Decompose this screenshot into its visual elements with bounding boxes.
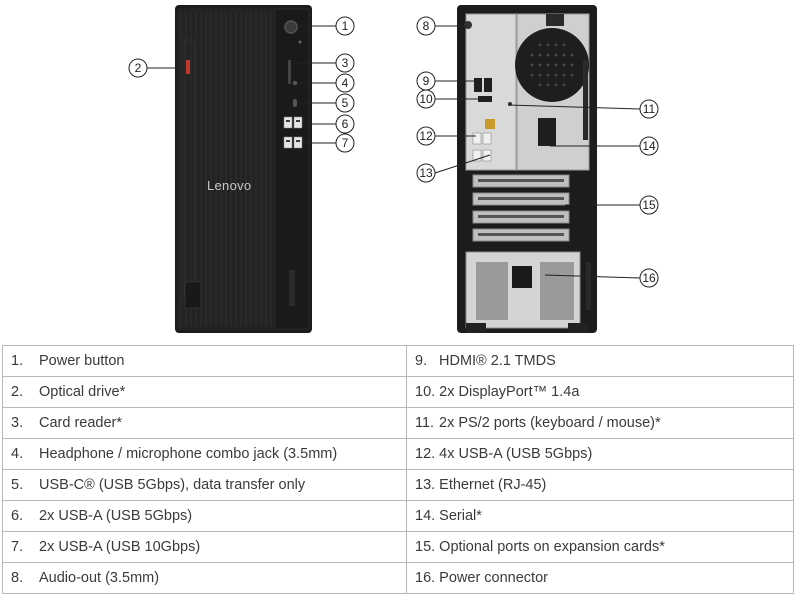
callout-12: 12 <box>419 129 433 143</box>
port-label: 2x DisplayPort™ 1.4a <box>439 384 580 400</box>
callout-7: 7 <box>342 136 349 150</box>
callout-6: 6 <box>342 117 349 131</box>
hdmi-port-icon <box>474 78 482 92</box>
port-number: 15. <box>415 539 436 555</box>
table-cell-left: 6. 2x USB-A (USB 5Gbps) <box>2 500 407 532</box>
fan-grille <box>515 28 589 102</box>
port-number: 3. <box>11 415 24 431</box>
port-number: 9. <box>415 353 428 369</box>
callout-15: 15 <box>642 198 656 212</box>
port-number: 4. <box>11 446 24 462</box>
port-label: Ethernet (RJ-45) <box>439 477 547 493</box>
table-cell-left: 3. Card reader* <box>2 407 407 439</box>
table-cell-right: 14.Serial* <box>406 500 794 532</box>
expansion-slots <box>472 174 570 242</box>
table-row: 8. Audio-out (3.5mm) 16.Power connector <box>2 562 794 594</box>
table-row: 6. 2x USB-A (USB 5Gbps) 14.Serial* <box>2 500 794 532</box>
callout-5: 5 <box>342 96 349 110</box>
power-connector-icon <box>512 266 532 288</box>
pc-diagram: Lenovo <box>128 5 659 333</box>
ports-table: 1. Power button 9. HDMI® 2.1 TMDS 2. Optical … <box>2 345 794 594</box>
front-view: Lenovo <box>175 5 312 333</box>
table-row: 7. 2x USB-A (USB 10Gbps) 15.Optional ports… <box>2 531 794 563</box>
table-row: 1. Power button 9. HDMI® 2.1 TMDS <box>2 345 794 377</box>
callout-8: 8 <box>423 19 430 33</box>
callout-11: 11 <box>643 102 656 116</box>
table-cell-right: 15.Optional ports on expansion cards* <box>406 531 794 563</box>
table-row: 2. Optical drive* 10.2x DisplayPort™ 1.4a <box>2 376 794 408</box>
headphone-jack-icon <box>292 80 298 86</box>
table-cell-right: 16.Power connector <box>406 562 794 594</box>
callout-2: 2 <box>135 61 142 75</box>
port-number: 16. <box>415 570 436 586</box>
port-label: Audio-out (3.5mm) <box>39 570 160 586</box>
port-label: Headphone / microphone combo jack (3.5mm… <box>39 446 338 462</box>
displayport-icon <box>484 78 492 92</box>
callout-13: 13 <box>419 166 433 180</box>
port-label: Optical drive* <box>39 384 126 400</box>
table-cell-right: 12.4x USB-A (USB 5Gbps) <box>406 438 794 470</box>
table-cell-left: 7. 2x USB-A (USB 10Gbps) <box>2 531 407 563</box>
port-label: HDMI® 2.1 TMDS <box>439 353 556 369</box>
front-callouts: 1 2 3 4 5 6 7 <box>128 16 355 153</box>
table-cell-right: 13.Ethernet (RJ-45) <box>406 469 794 501</box>
callout-14: 14 <box>642 139 656 153</box>
usb-c-port-icon <box>293 99 297 107</box>
card-reader-icon <box>288 60 291 84</box>
rear-view <box>457 5 597 333</box>
callout-3: 3 <box>342 56 349 70</box>
callout-9: 9 <box>423 74 430 88</box>
port-label: Power connector <box>439 570 548 586</box>
rear-callouts: 8 9 10 11 12 13 14 15 16 <box>416 16 659 288</box>
port-number: 12. <box>415 446 436 462</box>
port-number: 6. <box>11 508 24 524</box>
table-cell-left: 1. Power button <box>2 345 407 377</box>
front-usb-a-ports <box>283 116 303 149</box>
port-label: Optional ports on expansion cards* <box>439 539 665 555</box>
callout-4: 4 <box>342 76 349 90</box>
port-number: 7. <box>11 539 24 555</box>
table-row: 5. USB-C® (USB 5Gbps), data transfer only… <box>2 469 794 501</box>
power-button-icon <box>284 20 298 34</box>
port-number: 14. <box>415 508 436 524</box>
callout-1: 1 <box>342 19 349 33</box>
callout-16: 16 <box>642 271 656 285</box>
port-number: 10. <box>415 384 436 400</box>
table-cell-left: 5. USB-C® (USB 5Gbps), data transfer only <box>2 469 407 501</box>
port-label: 2x PS/2 ports (keyboard / mouse)* <box>439 415 661 431</box>
table-row: 3. Card reader* 11.2x PS/2 ports (keyboard… <box>2 407 794 439</box>
lenovo-logo: Lenovo <box>207 178 251 193</box>
port-label: Serial* <box>439 508 482 524</box>
port-number: 1. <box>11 353 24 369</box>
table-cell-right: 9. HDMI® 2.1 TMDS <box>406 345 794 377</box>
port-number: 5. <box>11 477 24 493</box>
port-number: 13. <box>415 477 436 493</box>
callout-10: 10 <box>419 92 433 106</box>
ethernet-port-icon <box>485 119 495 129</box>
table-cell-left: 2. Optical drive* <box>2 376 407 408</box>
port-label: Card reader* <box>39 415 123 431</box>
port-label: USB-C® (USB 5Gbps), data transfer only <box>39 477 306 493</box>
port-label: 2x USB-A (USB 10Gbps) <box>39 539 201 555</box>
port-number: 11. <box>415 415 435 431</box>
table-cell-right: 11.2x PS/2 ports (keyboard / mouse)* <box>406 407 794 439</box>
table-cell-left: 8. Audio-out (3.5mm) <box>2 562 407 594</box>
port-number: 2. <box>11 384 24 400</box>
table-row: 4. Headphone / microphone combo jack (3.5… <box>2 438 794 470</box>
serial-port-icon <box>538 118 556 146</box>
port-label: 2x USB-A (USB 5Gbps) <box>39 508 193 524</box>
port-number: 8. <box>11 570 24 586</box>
table-cell-right: 10.2x DisplayPort™ 1.4a <box>406 376 794 408</box>
port-label: 4x USB-A (USB 5Gbps) <box>439 446 593 462</box>
port-label: Power button <box>39 353 125 369</box>
table-cell-left: 4. Headphone / microphone combo jack (3.5… <box>2 438 407 470</box>
optical-drive-icon <box>186 60 190 74</box>
